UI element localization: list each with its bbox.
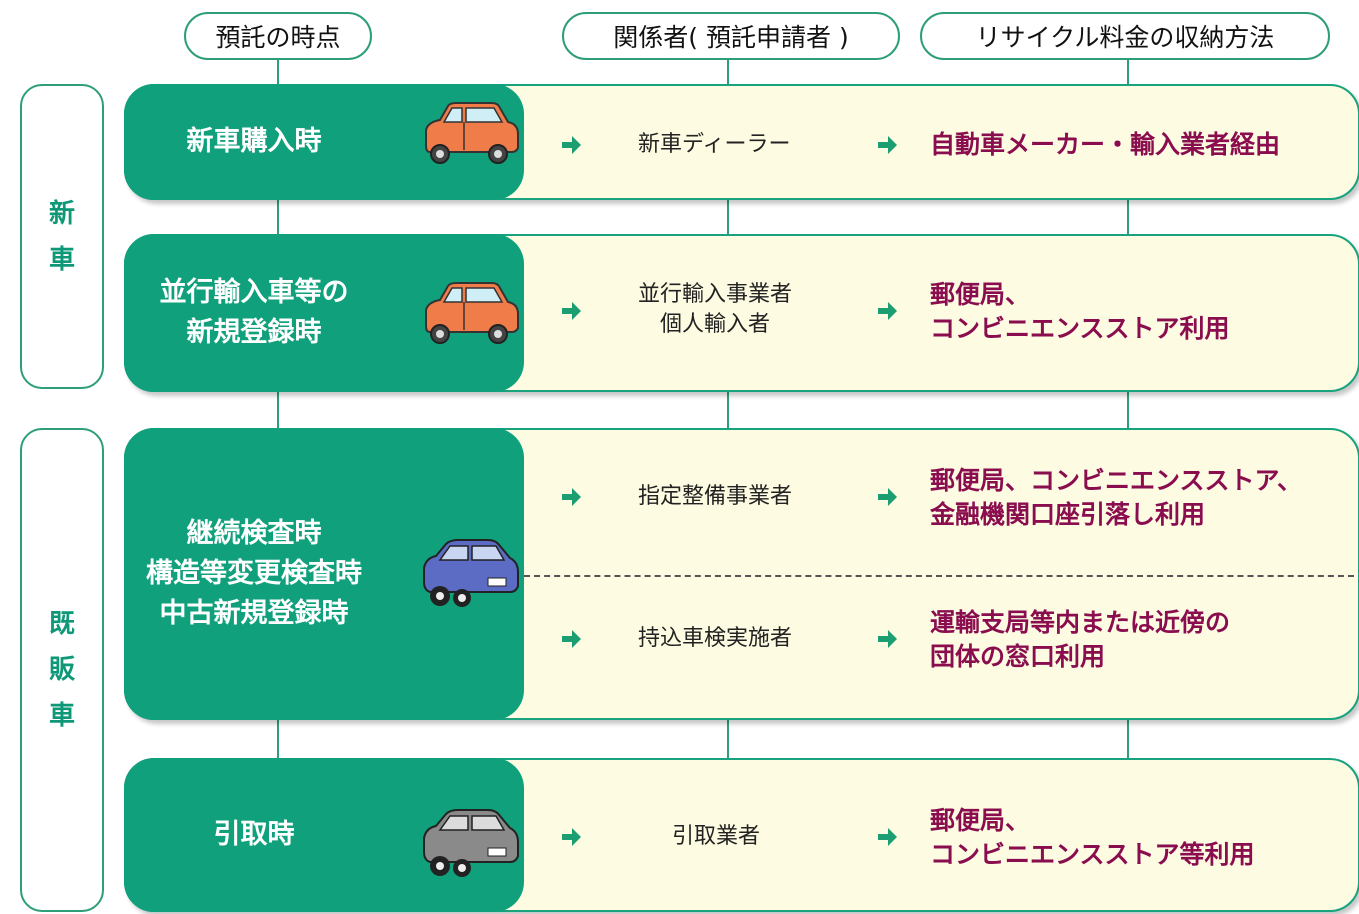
header-method: リサイクル料金の収納方法 (920, 12, 1330, 60)
party-line: 個人輸入者 (660, 312, 771, 337)
arrow-right-icon (562, 302, 581, 320)
method-line: 郵便局、コンビニエンスストア、 (930, 466, 1303, 495)
method-line: 郵便局、 (930, 806, 1031, 835)
time-label: 新車購入時 (186, 126, 322, 157)
time-label: 並行輸入車等の (159, 277, 349, 308)
time-label: 中古新規登録時 (159, 598, 349, 629)
time-label: 構造等変更検査時 (146, 558, 362, 589)
party-line: 新車ディーラー (638, 132, 791, 157)
payment-method: 運輸支局等内または近傍の 団体の窓口利用 (930, 606, 1230, 674)
arrow-right-icon (562, 630, 581, 648)
payment-method: 自動車メーカー・輸入業者経由 (930, 128, 1280, 162)
row-divider (524, 575, 1354, 577)
method-line: 郵便局、 (930, 280, 1031, 309)
orange-car-icon (425, 102, 519, 164)
category-char: 車 (48, 244, 75, 275)
arrow-right-icon (878, 488, 897, 506)
header-party: 関係者( 預託申請者 ) (562, 12, 900, 60)
header-time: 預託の時点 (184, 12, 372, 60)
method-line: コンビニエンスストア利用 (930, 314, 1230, 343)
method-line: コンビニエンスストア等利用 (930, 840, 1255, 869)
arrow-right-icon (878, 302, 897, 320)
party-line: 並行輸入事業者 (638, 282, 793, 307)
gray-car-icon (423, 809, 519, 877)
method-line: 団体の窓口利用 (930, 642, 1106, 671)
category-used-car: 既 販 車 (20, 428, 104, 912)
category-char: 新 (48, 198, 75, 229)
method-line: 自動車メーカー・輸入業者経由 (930, 130, 1281, 159)
arrow-right-icon (878, 828, 897, 846)
payment-method: 郵便局、コンビニエンスストア、 金融機関口座引落し利用 (930, 464, 1302, 532)
method-line: 運輸支局等内または近傍の (930, 608, 1231, 637)
category-char: 車 (48, 701, 75, 731)
arrow-right-icon (562, 488, 581, 506)
category-char: 既 (48, 609, 75, 639)
arrow-right-icon (562, 136, 581, 154)
category-char: 販 (48, 655, 75, 685)
arrow-right-icon (562, 828, 581, 846)
party-label: 指定整備事業者 (638, 482, 792, 512)
party-label: 並行輸入事業者 個人輸入者 (638, 280, 792, 340)
party-line: 引取業者 (672, 824, 761, 849)
party-line: 指定整備事業者 (638, 484, 793, 509)
orange-car-icon (425, 282, 519, 344)
party-line: 持込車検実施者 (638, 626, 793, 651)
party-label: 引取業者 (672, 822, 760, 852)
arrow-right-icon (878, 136, 897, 154)
party-label: 持込車検実施者 (638, 624, 792, 654)
time-label: 継続検査時 (186, 518, 322, 549)
method-line: 金融機関口座引落し利用 (930, 500, 1206, 529)
time-label: 新規登録時 (186, 317, 322, 348)
blue-car-icon (423, 539, 519, 607)
arrow-right-icon (878, 630, 897, 648)
party-label: 新車ディーラー (638, 130, 790, 160)
payment-method: 郵便局、 コンビニエンスストア等利用 (930, 804, 1255, 872)
category-new-car: 新 車 (20, 84, 104, 389)
payment-method: 郵便局、 コンビニエンスストア利用 (930, 278, 1230, 346)
time-label: 引取時 (213, 819, 295, 850)
